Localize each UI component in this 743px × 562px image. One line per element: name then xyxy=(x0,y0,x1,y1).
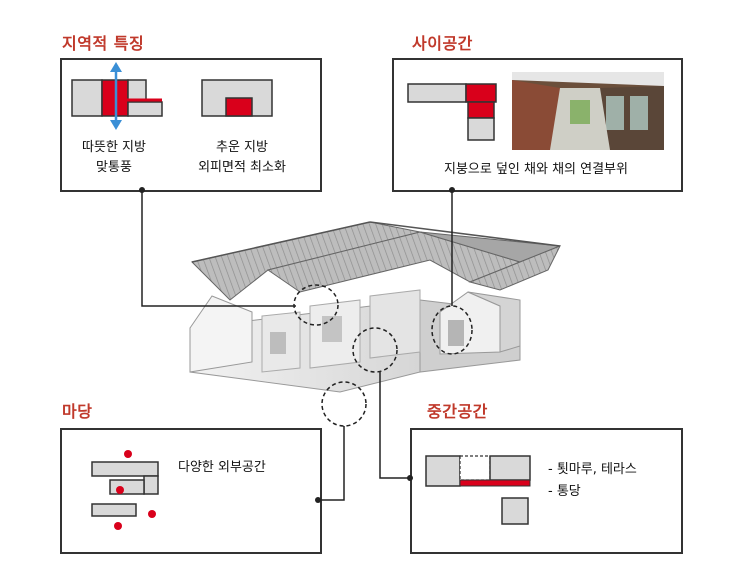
hanok-house-illustration xyxy=(189,221,562,393)
ventilation-arrow-icon xyxy=(110,62,122,130)
title-yard: 마당 xyxy=(62,402,93,421)
title-middle-space: 중간공간 xyxy=(427,402,488,421)
between-space-caption: 지붕으로 덮인 채와 채의 연결부위 xyxy=(444,162,628,177)
title-regional: 지역적 특징 xyxy=(62,34,145,53)
connector-lines xyxy=(141,188,453,501)
warm-region-label-line1: 따뜻한 지방 xyxy=(82,140,146,155)
middle-box xyxy=(410,428,683,554)
connection-highlight xyxy=(431,305,473,355)
cold-region-plan xyxy=(201,79,273,117)
connector-dots xyxy=(139,187,455,503)
cold-region-label-line2: 외피면적 최소화 xyxy=(198,160,286,175)
middle-space-highlight xyxy=(352,327,398,373)
connecting-space-photo xyxy=(512,72,664,150)
yard-highlight xyxy=(321,381,367,427)
middle-item-1: - 툇마루, 테라스 xyxy=(548,462,637,477)
warm-region-label-line2: 맞통풍 xyxy=(96,160,132,175)
yard-caption: 다양한 외부공간 xyxy=(178,460,266,475)
yard-plan xyxy=(91,450,159,530)
between-space-plan xyxy=(407,83,497,141)
warm-room-highlight xyxy=(293,284,339,326)
middle-space-plan xyxy=(425,455,531,525)
yard-box xyxy=(60,428,322,554)
title-between-space: 사이공간 xyxy=(412,34,473,53)
middle-item-2: - 통당 xyxy=(548,484,581,499)
cold-region-label-line1: 추운 지방 xyxy=(216,140,268,155)
